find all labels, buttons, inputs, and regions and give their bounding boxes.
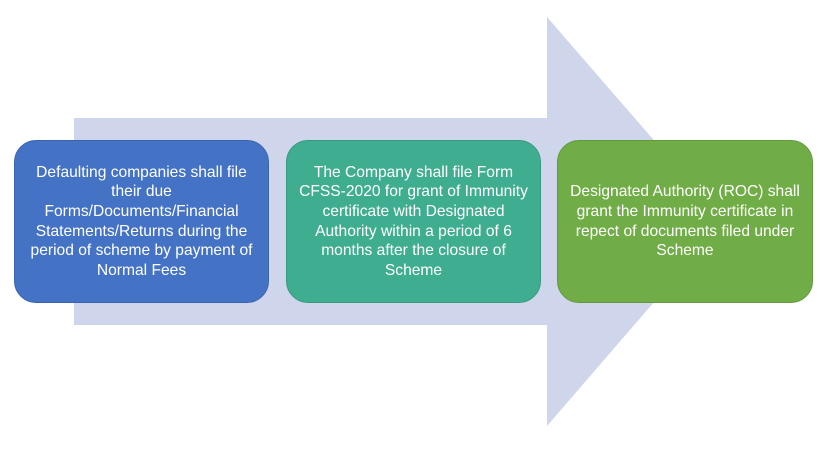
step-1-text: Defaulting companies shall file their du…	[30, 163, 253, 279]
step-2-text: The Company shall file Form CFSS-2020 fo…	[299, 163, 528, 279]
step-box-grant-immunity: Designated Authority (ROC) shall grant t…	[557, 140, 813, 303]
step-3-text: Designated Authority (ROC) shall grant t…	[570, 183, 800, 260]
step-box-file-form-cfss: The Company shall file Form CFSS-2020 fo…	[286, 140, 541, 303]
step-box-defaulting-companies: Defaulting companies shall file their du…	[14, 140, 269, 303]
